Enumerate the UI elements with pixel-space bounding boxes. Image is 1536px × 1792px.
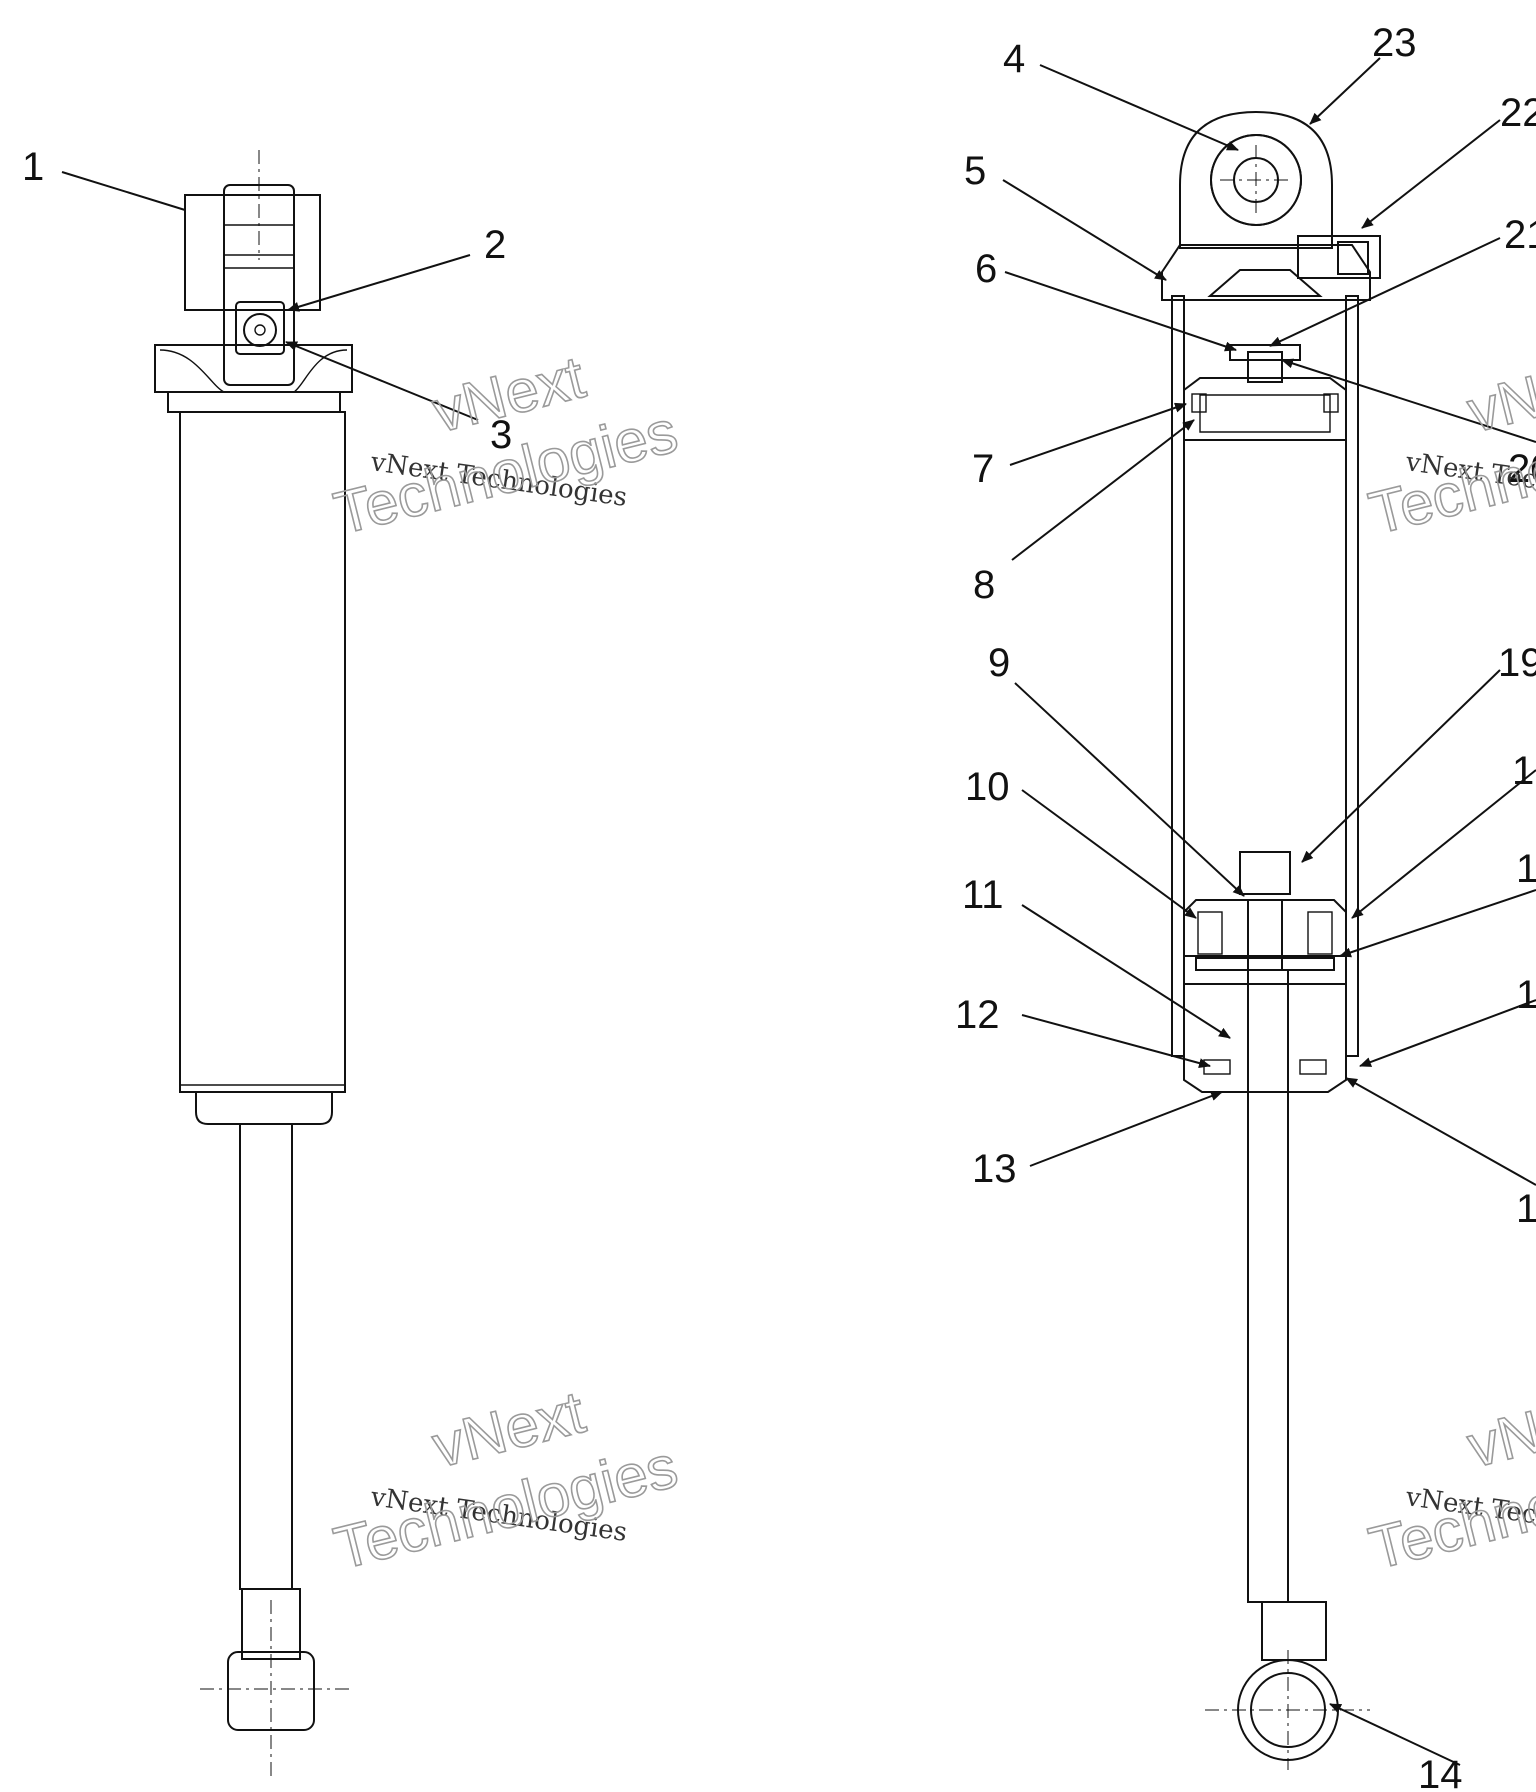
section-rod-end: [1261, 1601, 1327, 1661]
callout-8: 8: [973, 563, 995, 607]
callout-12: 12: [955, 993, 1000, 1037]
callout-22: 22: [1500, 91, 1536, 135]
section-valve-block: [1297, 235, 1381, 279]
schrader-valve: [235, 301, 285, 355]
section-piston-nut: [1239, 851, 1291, 895]
section-cap-flange: [1161, 244, 1371, 301]
valve-cap-icon: [243, 313, 277, 347]
watermark-4: vNext Technologies: [327, 1377, 685, 1583]
callout-15: 1: [1516, 1187, 1536, 1231]
watermark-line1: vNext: [1461, 343, 1536, 445]
callout-18: 1: [1512, 749, 1534, 793]
watermark-6: vNext Technologies: [1362, 342, 1536, 548]
leader-lines: [61, 57, 1536, 1766]
section-seal-head: [1183, 983, 1347, 1093]
callout-16: 1: [1516, 973, 1536, 1017]
watermark-line1: vNext: [1461, 1378, 1536, 1480]
callout-labels: 1 2 3 4 5 6 7 8 9 10 11 12 13 14 1 1 1 1…: [22, 21, 1536, 1792]
callout-11: 11: [962, 873, 1004, 917]
shock-external-view: [154, 150, 353, 1780]
callout-10: 10: [965, 765, 1010, 809]
callout-6: 6: [975, 247, 997, 291]
callout-5: 5: [964, 149, 986, 193]
callout-2: 2: [484, 223, 506, 267]
callout-7: 7: [972, 447, 994, 491]
top-mount-clevis: [184, 194, 321, 311]
piston-rod: [239, 1123, 293, 1590]
shock-body: [179, 411, 346, 1093]
callout-14: 14: [1418, 1753, 1463, 1792]
callout-20: 20: [1508, 447, 1536, 491]
section-top-eye: [1179, 110, 1333, 249]
section-shim-stack: [1195, 957, 1335, 971]
section-body-wall-right: [1345, 295, 1359, 1057]
callout-13: 13: [972, 1147, 1017, 1191]
section-main-piston: [1183, 899, 1347, 957]
callout-17: 1: [1516, 847, 1536, 891]
callout-3: 3: [490, 413, 512, 457]
body-ring: [167, 391, 341, 413]
seal-head: [195, 1091, 333, 1125]
section-body-wall-left: [1171, 295, 1185, 1057]
callout-4: 4: [1003, 37, 1025, 81]
callout-21: 21: [1504, 213, 1536, 257]
watermark-8: vNext Technologies: [1362, 1377, 1536, 1583]
callout-23: 23: [1372, 21, 1417, 65]
callout-9: 9: [988, 641, 1010, 685]
section-bleed-screw: [1229, 344, 1301, 361]
section-floating-piston: [1183, 377, 1347, 441]
section-piston-rod: [1247, 969, 1289, 1603]
callout-1: 1: [22, 145, 44, 189]
shock-section-view: [1161, 110, 1381, 1770]
callout-19: 19: [1498, 641, 1536, 685]
